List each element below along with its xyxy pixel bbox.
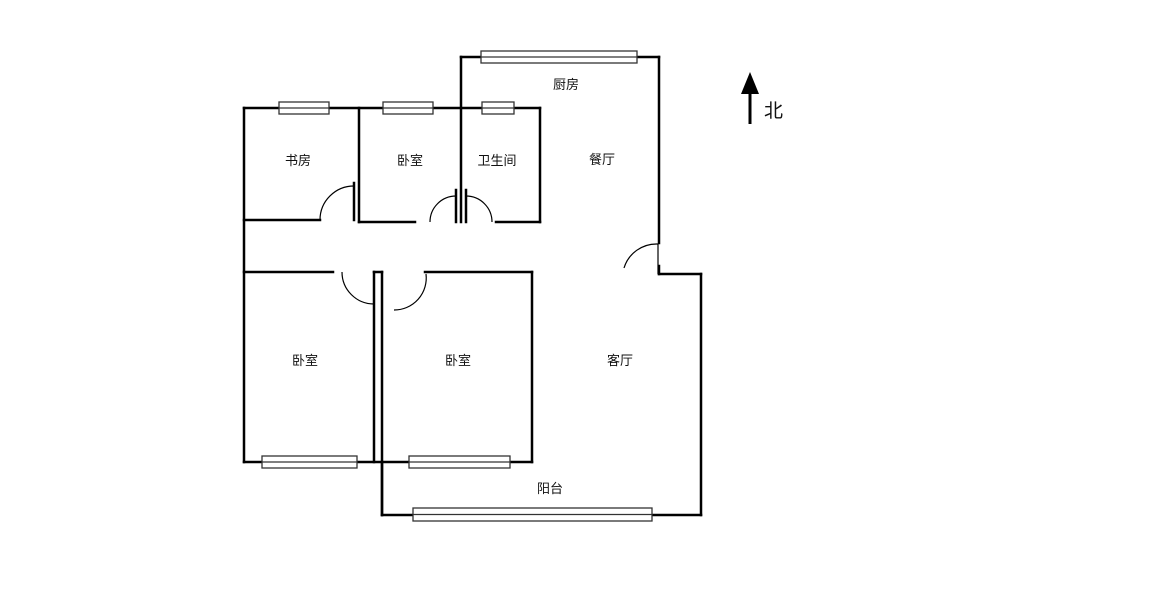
door-bedroom-south (393, 273, 427, 311)
compass-label: 北 (764, 100, 783, 122)
walls (242, 55, 703, 517)
door-study (319, 185, 355, 221)
window-balcony (412, 507, 653, 522)
window-bedroom-south (408, 455, 511, 469)
label-kitchen: 厨房 (553, 77, 579, 93)
door-dining (623, 243, 659, 269)
label-bedroom-southwest: 卧室 (292, 353, 318, 369)
label-study: 书房 (285, 153, 311, 169)
door-bedroom-north (429, 195, 457, 223)
doors (319, 185, 659, 311)
window-bedroom-southwest (261, 455, 358, 469)
label-dining: 餐厅 (589, 152, 615, 168)
room-labels: 书房 卧室 卫生间 厨房 餐厅 卧室 卧室 客厅 阳台 (285, 77, 633, 497)
window-bedroom-north (382, 101, 434, 115)
label-bedroom-north: 卧室 (397, 153, 423, 169)
label-bathroom: 卫生间 (477, 154, 516, 169)
windows (261, 50, 653, 522)
window-study (278, 101, 330, 115)
north-arrow-icon (741, 72, 759, 124)
label-bedroom-south: 卧室 (445, 353, 471, 369)
label-balcony: 阳台 (537, 482, 563, 497)
window-kitchen (480, 50, 638, 64)
door-bedroom-southwest (341, 271, 375, 305)
door-bathroom (465, 195, 493, 223)
label-living-room: 客厅 (607, 353, 633, 369)
window-bathroom (481, 101, 515, 115)
